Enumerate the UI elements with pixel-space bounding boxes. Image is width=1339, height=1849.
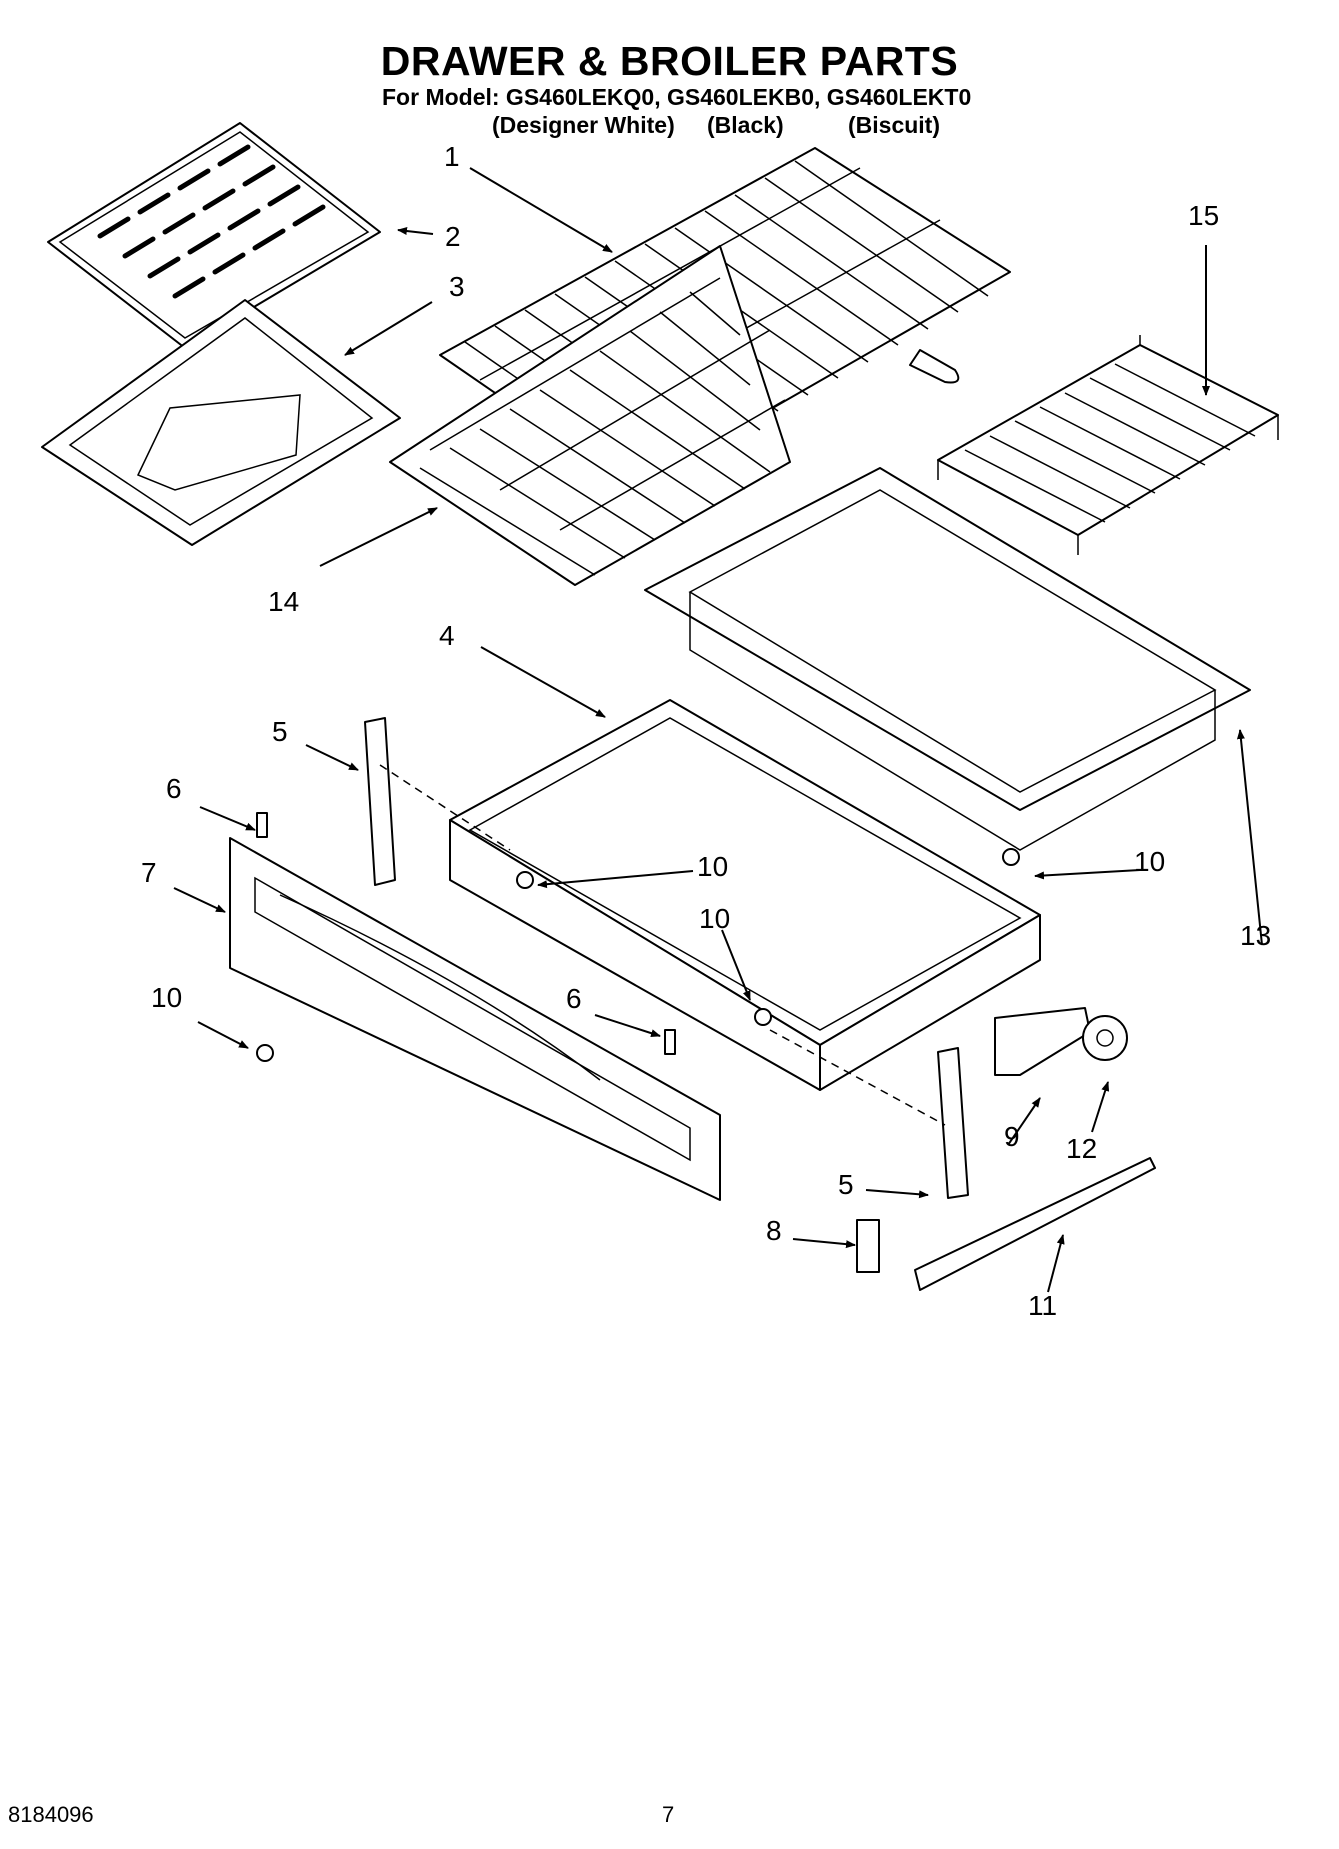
variant-black: (Black) [707, 112, 784, 138]
callout-11: 11 [1028, 1290, 1057, 1321]
screw-liner [1002, 848, 1020, 866]
callout-5b: 5 [838, 1169, 854, 1200]
stud-top [256, 812, 268, 838]
drawer-liner [644, 467, 1251, 851]
drawer-rail [914, 1157, 1156, 1291]
callout-10c: 10 [699, 903, 730, 934]
callout-14: 14 [268, 586, 299, 617]
drawer-glide-right [937, 1047, 969, 1199]
model-numbers: For Model: GS460LEKQ0, GS460LEKB0, GS460… [382, 84, 972, 110]
variant-biscuit: (Biscuit) [848, 112, 940, 138]
page-number: 7 [662, 1802, 675, 1827]
callout-7: 7 [141, 857, 157, 888]
callout-10a: 10 [697, 851, 728, 882]
alignment-line [379, 764, 511, 851]
callout-8: 8 [766, 1215, 782, 1246]
variant-designer-white: (Designer White) [492, 112, 675, 138]
callout-15: 15 [1188, 200, 1219, 231]
drawer-rack [937, 335, 1279, 555]
document-number: 8184096 [8, 1802, 94, 1827]
drawer-front-panel [229, 837, 721, 1201]
stud-bottom [664, 1029, 676, 1055]
bracket [856, 1219, 880, 1273]
callout-1: 1 [444, 141, 460, 172]
callout-10b: 10 [1134, 846, 1165, 877]
screw-front-panel [256, 1044, 274, 1062]
broiler-grid-slots [97, 144, 326, 299]
broiler-pan [41, 299, 401, 546]
callout-6a: 6 [166, 773, 182, 804]
screw-drawer-front [754, 1008, 772, 1026]
broiler-pan-grid [47, 122, 381, 349]
callout-9: 9 [1004, 1121, 1020, 1152]
leader-lines [173, 167, 1263, 1293]
screw-drawer-left [516, 871, 534, 889]
roller [1082, 1015, 1128, 1061]
roller-bracket [994, 1007, 1091, 1076]
drawer-glide-left [364, 717, 396, 886]
callout-6b: 6 [566, 983, 582, 1014]
callout-13: 13 [1240, 920, 1271, 951]
callout-5a: 5 [272, 716, 288, 747]
callout-12: 12 [1066, 1133, 1097, 1164]
page-title: DRAWER & BROILER PARTS [380, 38, 959, 84]
callout-10d: 10 [151, 982, 182, 1013]
callout-4: 4 [439, 620, 455, 651]
callout-3: 3 [449, 271, 465, 302]
broiler-rack [389, 245, 791, 586]
alignment-line [769, 1029, 946, 1126]
callout-2: 2 [445, 221, 461, 252]
